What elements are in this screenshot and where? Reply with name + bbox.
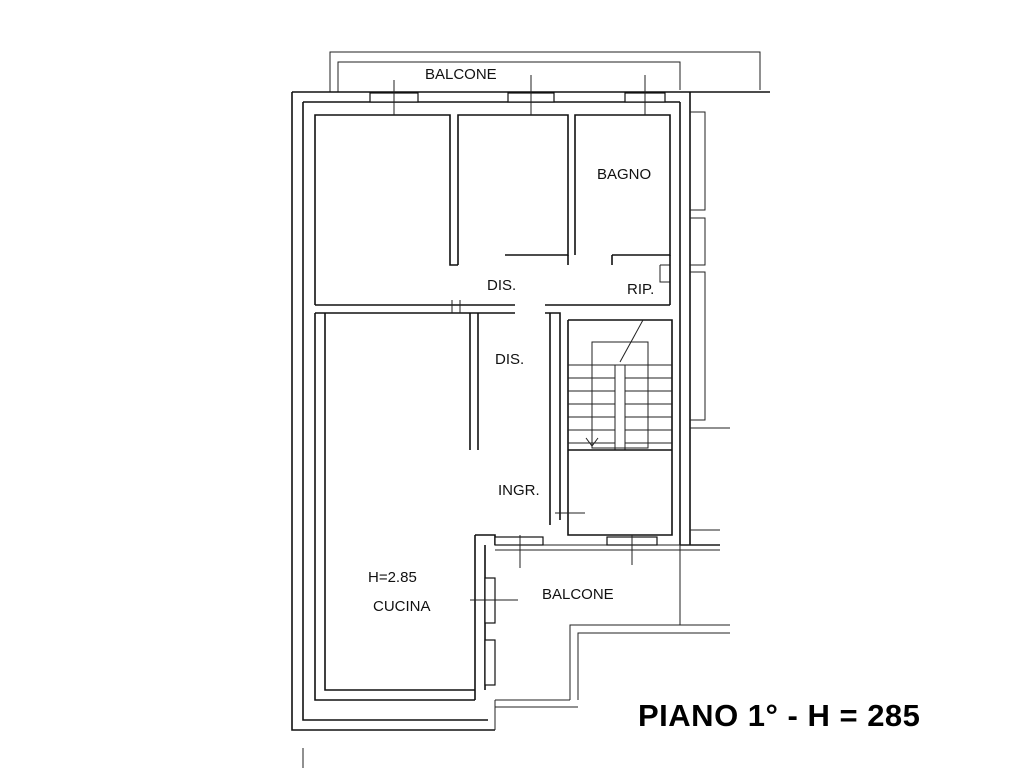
right-structure (679, 111, 730, 625)
lower-walls (314, 312, 673, 701)
label-bagno: BAGNO (597, 166, 651, 183)
label-balcone-bottom: BALCONE (542, 586, 614, 603)
label-dis-lower: DIS. (495, 351, 524, 368)
label-rip: RIP. (627, 281, 654, 298)
top-balcony (329, 51, 761, 92)
outer-walls (291, 91, 770, 731)
top-room-walls (314, 114, 671, 314)
windows (369, 75, 666, 686)
label-dis-upper: DIS. (487, 277, 516, 294)
staircase (568, 319, 672, 451)
label-cucina: CUCINA (373, 598, 431, 615)
label-balcone-top: BALCONE (425, 66, 497, 83)
plan-title: PIANO 1° - H = 285 (638, 698, 921, 733)
label-height: H=2.85 (368, 569, 417, 586)
label-ingr: INGR. (498, 482, 540, 499)
